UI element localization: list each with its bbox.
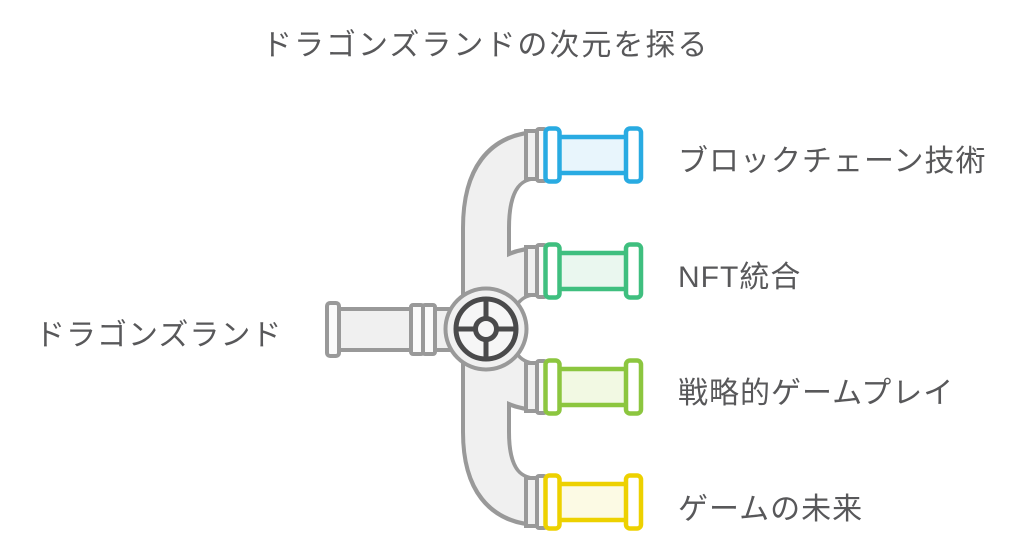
branch-pipe-flange-right — [623, 242, 644, 300]
branch-pipe-flange-right — [623, 358, 644, 416]
node-label-gameplay: 戦略的ゲームプレイ — [678, 377, 955, 410]
page-title: ドラゴンズランドの次元を探る — [262, 29, 710, 62]
branch-pipe-body — [554, 250, 631, 292]
branch-pipe-flange-left — [543, 242, 562, 300]
branch-pipe-blockchain — [524, 126, 644, 184]
branch-pipe-nft — [524, 242, 644, 300]
root-node-label: ドラゴンズランド — [35, 319, 283, 352]
valve-wheel-icon — [453, 296, 519, 362]
root-pipe-coupler — [421, 303, 437, 356]
branch-pipe-gameplay — [524, 358, 644, 416]
valve — [443, 286, 529, 372]
node-label-blockchain: ブロックチェーン技術 — [678, 145, 987, 178]
branch-pipe-flange-left — [543, 473, 562, 531]
branch-pipe-flange-left — [543, 126, 562, 184]
branch-pipe-flange-right — [623, 473, 644, 531]
branch-pipe-flange-left — [543, 358, 562, 416]
root-pipe-body — [332, 307, 458, 352]
branch-pipe-body — [554, 134, 631, 176]
node-label-nft: NFT統合 — [678, 261, 802, 294]
branch-pipe-future — [524, 473, 644, 531]
branch-pipe-body — [554, 481, 631, 523]
branch-pipe-flange-right — [623, 126, 644, 184]
branch-pipe-body — [554, 366, 631, 408]
root-pipe-flange — [325, 301, 341, 358]
root-pipe — [325, 301, 458, 358]
node-label-future: ゲームの未来 — [678, 493, 864, 526]
